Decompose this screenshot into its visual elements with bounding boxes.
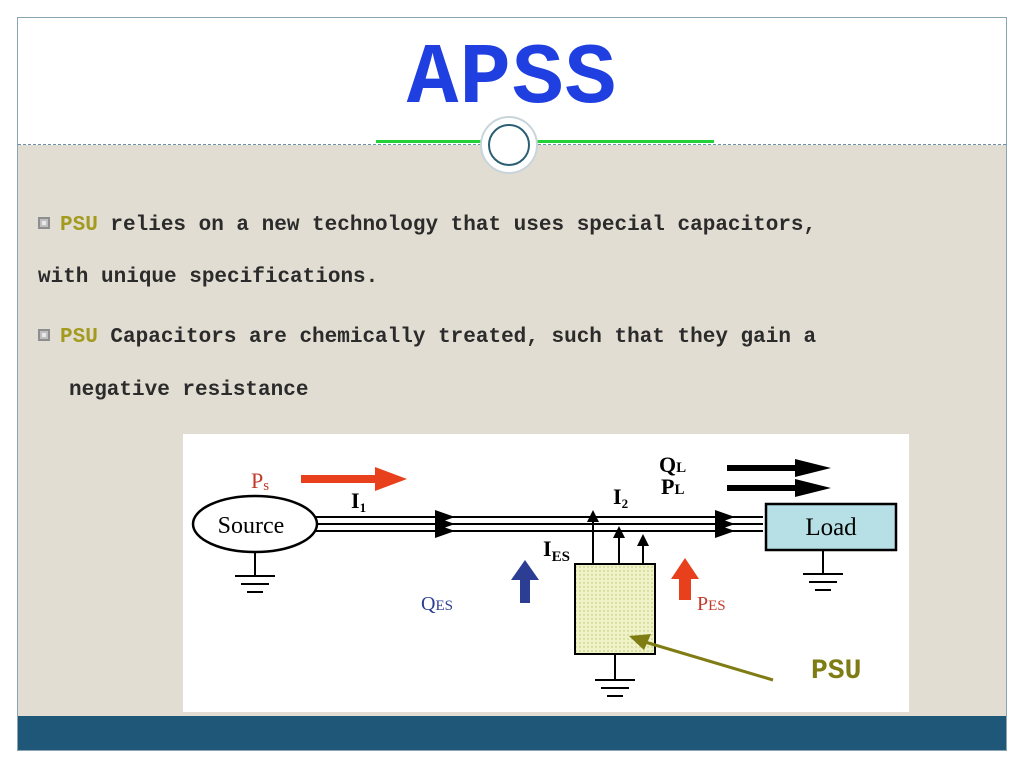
psu-circuit-diagram: Source Load Ps I1 <box>183 434 909 712</box>
ies-label: IES <box>543 536 570 565</box>
bullet-1-line-2: with unique specifications. <box>38 266 379 289</box>
line-arrowheads <box>435 510 735 538</box>
ql-label: QL <box>659 452 686 477</box>
circuit-svg: Source Load Ps I1 <box>191 452 898 697</box>
bullet-1-line-1: PSU relies on a new technology that uses… <box>38 214 816 237</box>
title-ring-ornament <box>480 116 538 174</box>
psu-callout-label: PSU <box>811 656 861 687</box>
slide-title: APSS <box>406 30 618 128</box>
psu-keyword: PSU <box>60 326 98 349</box>
pes-arrow <box>671 558 699 600</box>
source-label: Source <box>218 513 285 539</box>
qes-arrow <box>511 560 539 603</box>
ps-arrow <box>301 467 407 491</box>
i1-label: I1 <box>351 488 366 515</box>
ql-pl-arrows <box>727 459 831 497</box>
title-underline <box>376 140 714 143</box>
pl-label: PL <box>661 474 684 499</box>
bullet-2-text: Capacitors are chemically treated, such … <box>97 326 817 349</box>
feeder-arrowheads <box>587 510 649 546</box>
load-label: Load <box>805 514 857 541</box>
bullet-2-line-2: negative resistance <box>69 379 309 402</box>
psu-ground <box>595 654 635 697</box>
footer-bar <box>18 716 1006 750</box>
slide: APSS PSU relies on a new technology that… <box>17 17 1007 751</box>
bullet-1-text: relies on a new technology that uses spe… <box>97 214 817 237</box>
bullet-2-line-1: PSU Capacitors are chemically treated, s… <box>38 326 816 349</box>
title-ring-inner <box>488 124 530 166</box>
transmission-lines <box>313 516 763 532</box>
ps-label: Ps <box>251 468 269 494</box>
psu-keyword: PSU <box>60 214 98 237</box>
qes-label: QES <box>421 593 453 615</box>
psu-callout-arrow <box>629 634 774 682</box>
bullet-square-icon <box>38 329 50 341</box>
pes-label: PES <box>697 593 726 615</box>
source-node: Source <box>191 494 319 593</box>
load-node: Load <box>764 502 898 591</box>
bullet-square-icon <box>38 217 50 229</box>
i2-label: I2 <box>613 484 628 511</box>
